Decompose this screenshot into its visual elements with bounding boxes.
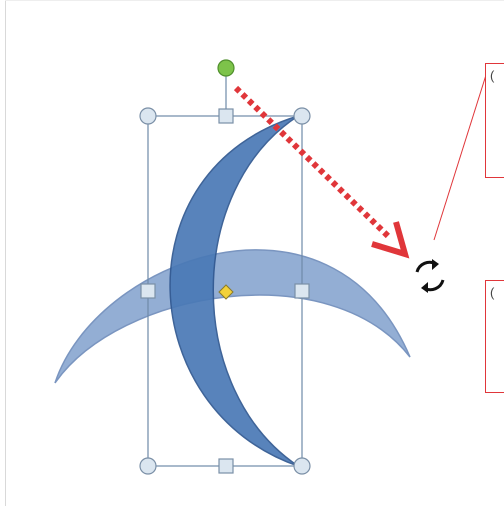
resize-handle-bottom-left[interactable] xyxy=(139,457,157,475)
callout-top-text: ( xyxy=(490,68,495,83)
adjustment-handle[interactable] xyxy=(218,284,234,300)
resize-handle-right[interactable] xyxy=(294,283,310,299)
arrow-head xyxy=(371,221,410,259)
resize-handle-bottom[interactable] xyxy=(218,458,234,474)
callout-box-bottom: ( xyxy=(485,280,504,393)
rotate-cursor-icon xyxy=(413,259,445,293)
callout-leader-line xyxy=(433,74,487,241)
resize-handle-left[interactable] xyxy=(140,283,156,299)
callout-bottom-text: ( xyxy=(490,285,495,300)
drag-direction-arrow xyxy=(233,85,393,241)
resize-handle-top-right[interactable] xyxy=(293,107,311,125)
resize-handle-top[interactable] xyxy=(218,108,234,124)
resize-handle-bottom-right[interactable] xyxy=(293,457,311,475)
canvas-top-border xyxy=(5,0,504,1)
canvas-left-border xyxy=(5,0,6,506)
resize-handle-top-left[interactable] xyxy=(139,107,157,125)
callout-box-top: ( xyxy=(485,63,504,178)
rotation-handle[interactable] xyxy=(217,59,235,77)
moon-shape-ghost xyxy=(54,249,411,384)
moon-shape-selected[interactable] xyxy=(169,115,299,467)
